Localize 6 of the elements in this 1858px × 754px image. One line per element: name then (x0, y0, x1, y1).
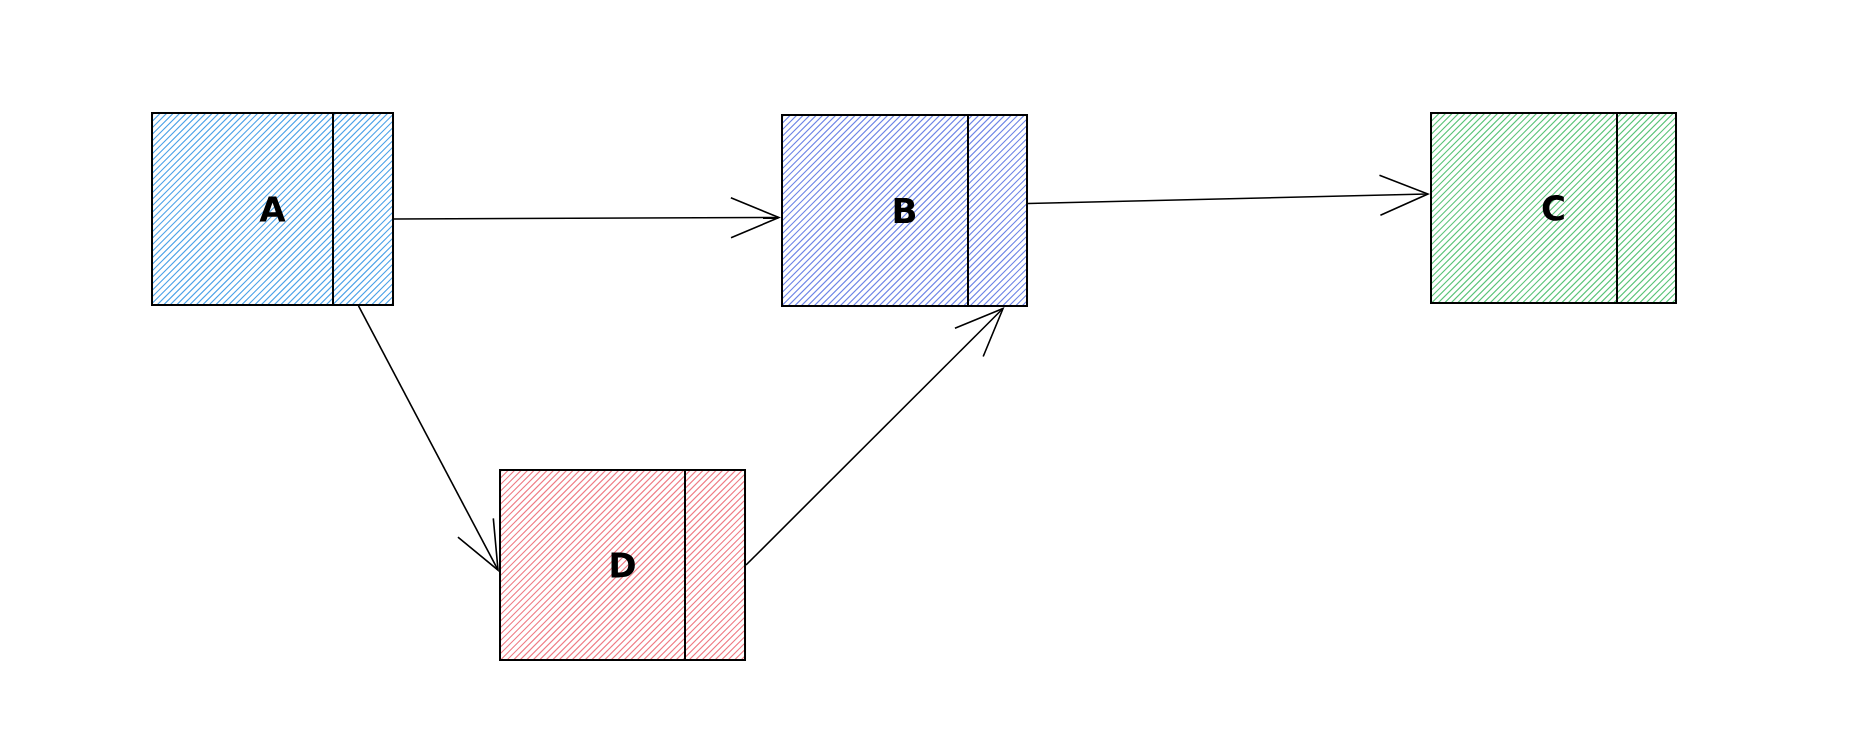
process-box: B (781, 114, 1028, 307)
arrow (393, 196, 782, 239)
arrow (1027, 174, 1430, 216)
arrow (745, 307, 1005, 566)
process-box: D (499, 469, 746, 661)
arrow (357, 305, 499, 572)
